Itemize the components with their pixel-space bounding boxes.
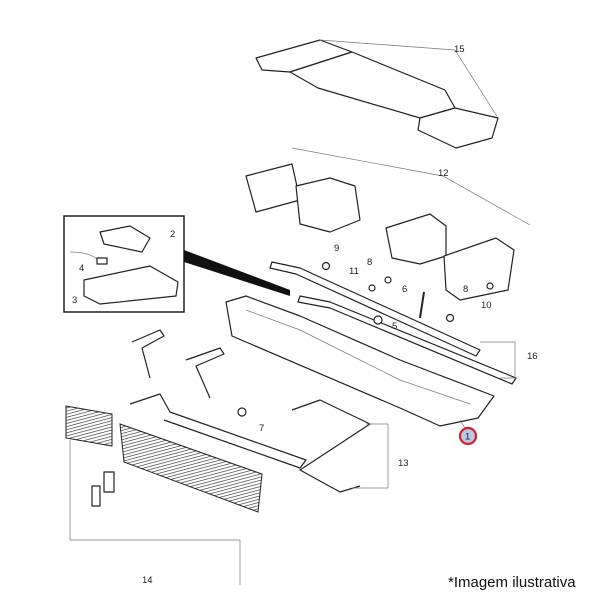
highlighted-callout-1[interactable]: 1 [458, 426, 478, 446]
callout-3: 3 [72, 295, 77, 306]
callout-11: 11 [349, 266, 359, 277]
callout-8: 8 [367, 257, 372, 268]
part-12-housings [245, 147, 531, 301]
fasteners [237, 261, 494, 417]
illustrative-image-caption: *Imagem ilustrativa [448, 574, 576, 591]
part-1-main-bar [225, 295, 495, 427]
callout-5: 5 [392, 321, 397, 332]
part-15-mat [255, 39, 499, 149]
callout-16: 16 [527, 351, 538, 362]
callout-7: 7 [259, 423, 264, 434]
callout-4: 4 [79, 263, 84, 274]
callout-12: 12 [438, 168, 449, 179]
callout-9: 9 [334, 243, 339, 254]
callout-15: 15 [454, 44, 465, 55]
part-14-grilles [65, 405, 263, 585]
callout-1-label: 1 [465, 432, 470, 443]
callout-8b: 8 [463, 284, 468, 295]
bracket-13 [352, 423, 389, 489]
callout-2: 2 [170, 229, 175, 240]
inset-detail [63, 215, 290, 313]
callout-10: 10 [481, 300, 492, 311]
callout-6: 6 [402, 284, 407, 295]
callout-13: 13 [398, 458, 409, 469]
callout-14: 14 [142, 575, 153, 586]
part-16-strips [269, 261, 517, 385]
part-13-frames [129, 329, 371, 493]
bracket-16 [480, 341, 516, 379]
